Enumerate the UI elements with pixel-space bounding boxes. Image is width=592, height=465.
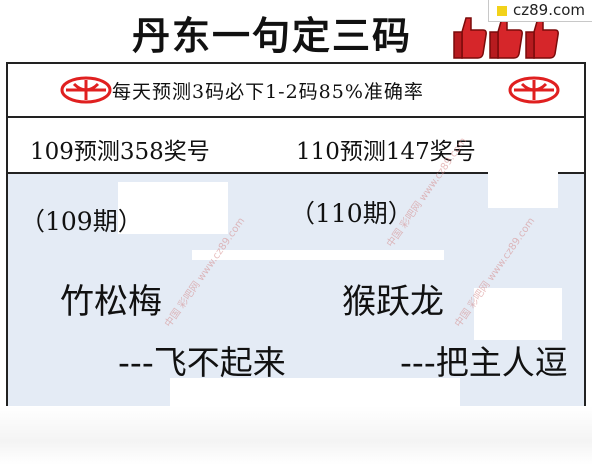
riddle-hint-right: ---把主人逗	[400, 343, 568, 382]
prediction-panel: 每天预测3码必下1-2码85%准确率 109预测358奖号 110预测147奖号…	[6, 62, 586, 408]
thumbs-up-group	[452, 14, 560, 60]
bottom-strip	[0, 406, 592, 465]
riddle-phrase-right: 猴跃龙	[342, 282, 444, 322]
lottery-logo-icon	[508, 76, 560, 104]
thumbs-up-icon	[453, 17, 487, 59]
thumbs-up-icon	[489, 17, 523, 59]
riddle-phrase-left: 竹松梅	[60, 282, 162, 322]
banner-row: 每天预测3码必下1-2码85%准确率	[8, 64, 584, 118]
period-right: （110期）	[290, 199, 413, 228]
redaction-block	[488, 142, 558, 208]
thumbs-up-icon	[525, 17, 559, 59]
badge-dot-icon	[497, 6, 507, 16]
redaction-block	[118, 182, 228, 234]
redaction-block	[474, 288, 562, 340]
page-title: 丹东一句定三码	[132, 14, 413, 58]
redaction-block	[192, 250, 444, 260]
site-badge-label: cz89.com	[513, 1, 586, 19]
lottery-logo-icon	[60, 76, 112, 104]
site-badge[interactable]: cz89.com	[488, 0, 592, 22]
banner-text: 每天预测3码必下1-2码85%准确率	[112, 81, 424, 103]
result-left: 109预测358奖号	[30, 139, 210, 165]
riddle-hint-left: ---飞不起来	[118, 343, 286, 382]
redaction-block	[170, 378, 460, 408]
period-left: （109期）	[20, 207, 143, 236]
result-right: 110预测147奖号	[296, 139, 476, 165]
